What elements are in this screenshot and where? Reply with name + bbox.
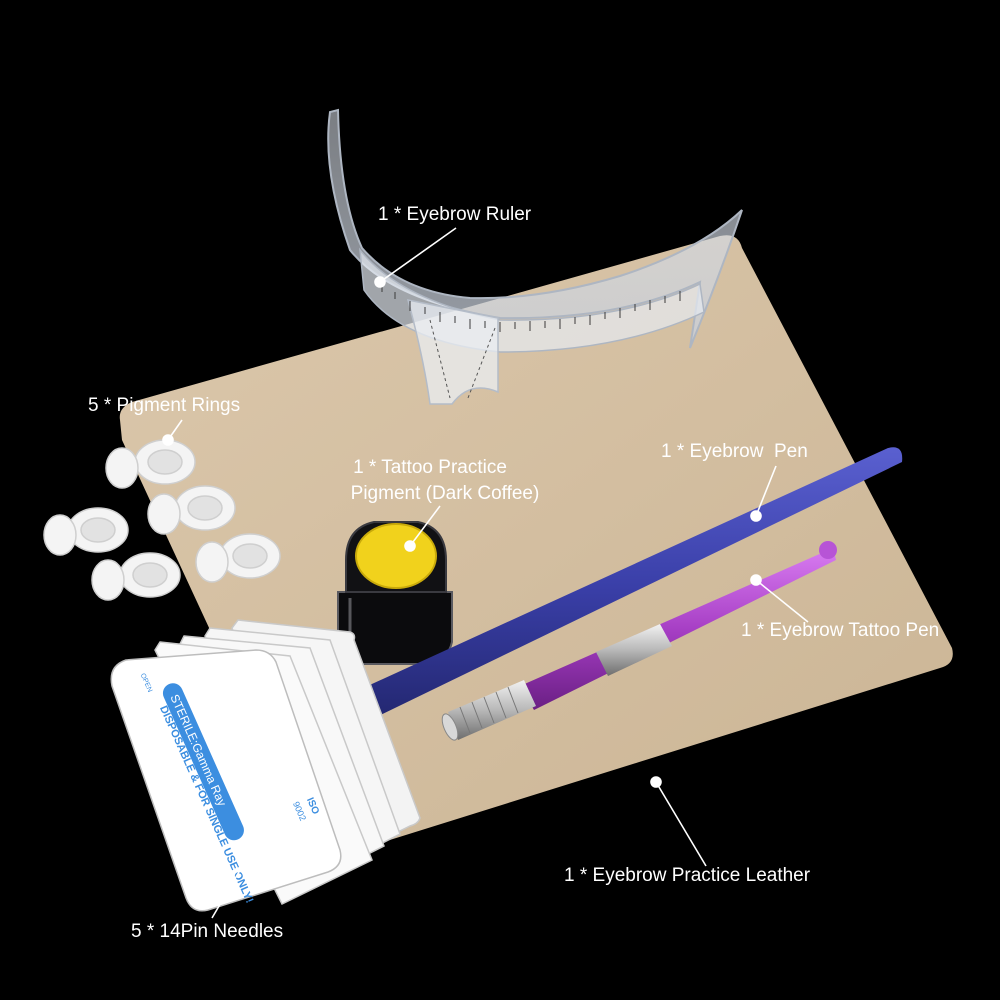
- tattoo-pen-callout-dot: [750, 574, 762, 586]
- label-pigment-line1: 1 * Tattoo Practice: [353, 457, 507, 478]
- pigment-callout-line: [409, 505, 441, 547]
- label-eyebrow-tattoo-pen: 1 * Eyebrow Tattoo Pen: [741, 620, 940, 641]
- needles-callout-dot: [240, 854, 252, 866]
- label-pigment-line2: Pigment (Dark Coffee): [350, 483, 540, 504]
- leather-callout-line: [655, 781, 707, 867]
- pigment-ring: [43, 507, 129, 556]
- needle-pack-front: [110, 649, 342, 912]
- label-eyebrow-practice-leather: 1 * Eyebrow Practice Leather: [564, 865, 811, 886]
- label-needles: 5 * 14Pin Needles: [131, 921, 284, 942]
- eyebrow-tattoo-pen: [441, 541, 837, 741]
- label-pigment-rings: 5 * Pigment Rings: [88, 395, 241, 416]
- ruler-center-piece: [406, 299, 499, 405]
- tattoo-pen-end: [819, 541, 837, 559]
- leather-callout-dot: [650, 776, 662, 788]
- eyebrow-ruler: [327, 108, 743, 405]
- pigment-rings: [43, 439, 281, 601]
- ruler-callout-dot: [374, 276, 386, 288]
- needle-packs: [110, 619, 421, 912]
- pigment-ring: [105, 439, 196, 489]
- tattoo-pen-body: [520, 551, 836, 710]
- pigment-ring: [91, 552, 181, 601]
- ruler-ticks: [381, 282, 681, 332]
- pigment-callout-dot: [404, 540, 416, 552]
- pen-body: [344, 447, 903, 725]
- bottle-lid: [355, 523, 437, 589]
- ruler-callout-line: [379, 227, 457, 283]
- tattoo-pen-callout-line: [755, 579, 809, 623]
- pen-callout-dot: [750, 510, 762, 522]
- pen-callout-line: [755, 465, 777, 517]
- pigment-ring: [195, 533, 281, 583]
- label-eyebrow-ruler: 1 * Eyebrow Ruler: [378, 204, 532, 225]
- ruler-guides: [429, 319, 496, 399]
- tattoo-pen-grip: [596, 624, 672, 676]
- tattoo-pen-tip: [441, 713, 459, 741]
- rings-callout-dot: [162, 434, 174, 446]
- needles-callout-line: [211, 859, 247, 919]
- tattoo-pen-knurl-lines: [459, 686, 519, 734]
- tattoo-pen-knurl: [448, 680, 536, 740]
- label-eyebrow-pen: 1 * Eyebrow Pen: [661, 441, 808, 462]
- pigment-ring: [147, 485, 236, 535]
